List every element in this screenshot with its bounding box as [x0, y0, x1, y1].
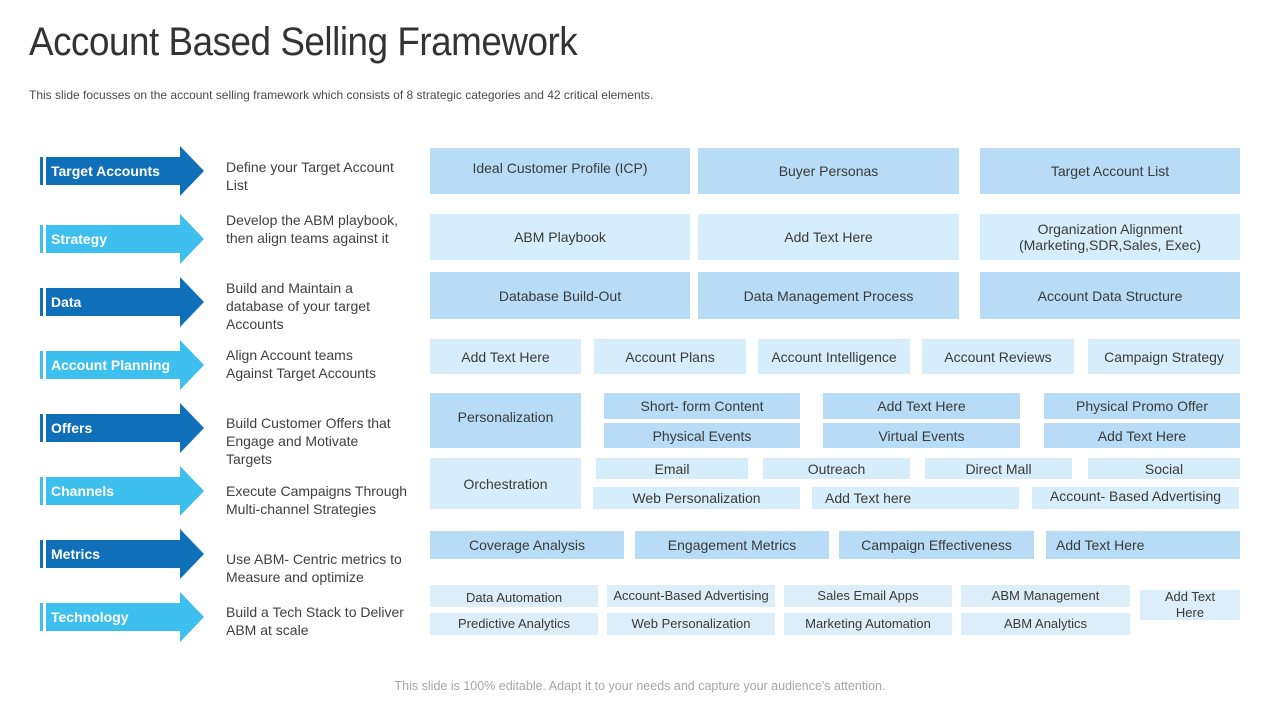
- arrow-channels: Channels: [40, 466, 204, 516]
- element-box: Add Text Here: [1044, 423, 1240, 448]
- element-box: Data Automation: [430, 585, 598, 607]
- arrow-dark-shape: [40, 529, 204, 579]
- description-channels: Execute Campaigns Through Multi-channel …: [226, 483, 408, 517]
- element-box: Data Management Process: [698, 272, 959, 319]
- arrow-light-shape: [40, 466, 204, 516]
- element-box: Short- form Content: [604, 393, 800, 419]
- element-box: Account- Based Advertising: [1032, 487, 1239, 509]
- arrow-label: Data: [51, 294, 82, 310]
- arrow-label: Metrics: [51, 546, 101, 562]
- arrow-account-planning: Account Planning: [40, 340, 204, 390]
- arrow-label: Strategy: [51, 231, 108, 247]
- element-box: Add Text here: [812, 487, 1019, 509]
- element-box: Account Reviews: [922, 339, 1074, 374]
- page-title: Account Based Selling Framework: [29, 20, 578, 64]
- element-box: Campaign Effectiveness: [839, 531, 1034, 559]
- element-box: Coverage Analysis: [430, 531, 624, 559]
- element-box: Target Account List: [980, 148, 1240, 194]
- element-box: Add Text Here: [823, 393, 1020, 419]
- element-box: Social: [1088, 458, 1240, 479]
- element-box: Web Personalization: [607, 613, 775, 635]
- description-technology: Build a Tech Stack to Deliver ABM at sca…: [226, 604, 404, 638]
- element-box: Sales Email Apps: [784, 585, 952, 607]
- page-subtitle: This slide focusses on the account selli…: [29, 88, 654, 102]
- description-account-planning: Align Account teams Against Target Accou…: [226, 347, 376, 381]
- element-box: ABM Analytics: [961, 613, 1130, 635]
- description-metrics: Use ABM- Centric metrics to Measure and …: [226, 551, 402, 585]
- element-box: Organization Alignment (Marketing,SDR,Sa…: [980, 214, 1240, 260]
- element-box: Ideal Customer Profile (ICP): [430, 148, 690, 194]
- element-box: Direct Mall: [925, 458, 1072, 479]
- arrow-offers: Offers: [40, 403, 204, 453]
- element-box: Add Text Here: [1140, 589, 1240, 620]
- description-strategy: Develop the ABM playbook, then align tea…: [226, 212, 398, 246]
- arrow-label: Technology: [51, 609, 129, 625]
- element-box: Buyer Personas: [698, 148, 959, 194]
- element-box-lead: Personalization: [430, 393, 581, 448]
- arrow-technology: Technology: [40, 592, 204, 642]
- arrow-strategy: Strategy: [40, 214, 204, 264]
- element-box: Engagement Metrics: [635, 531, 829, 559]
- arrow-data: Data: [40, 277, 204, 327]
- element-box-lead: Orchestration: [430, 458, 581, 509]
- element-box: Outreach: [763, 458, 910, 479]
- arrow-label: Offers: [51, 420, 93, 436]
- arrow-dark-shape: [40, 277, 204, 327]
- element-box: Database Build-Out: [430, 272, 690, 319]
- element-box: Add Text Here: [1046, 531, 1240, 559]
- element-box: Marketing Automation: [784, 613, 952, 635]
- arrow-light-shape: [40, 214, 204, 264]
- arrow-dark-shape: [40, 146, 204, 196]
- element-box: Campaign Strategy: [1088, 339, 1240, 374]
- element-box: Account Intelligence: [758, 339, 910, 374]
- element-box: Account Data Structure: [980, 272, 1240, 319]
- element-box: Virtual Events: [823, 423, 1020, 448]
- element-box: Account-Based Advertising: [607, 585, 775, 607]
- element-box: Account Plans: [594, 339, 746, 374]
- footer-note: This slide is 100% editable. Adapt it to…: [394, 679, 886, 693]
- arrow-label: Channels: [51, 483, 115, 499]
- description-data: Build and Maintain a database of your ta…: [226, 280, 370, 332]
- element-box: Email: [596, 458, 748, 479]
- element-box: Add Text Here: [698, 214, 959, 260]
- arrow-target-accounts: Target Accounts: [40, 146, 204, 196]
- arrow-light-shape: [40, 592, 204, 642]
- element-box: Predictive Analytics: [430, 613, 598, 635]
- element-box: ABM Management: [961, 585, 1130, 607]
- arrow-label: Account Planning: [51, 357, 170, 373]
- element-box: Physical Promo Offer: [1044, 393, 1240, 419]
- arrow-dark-shape: [40, 403, 204, 453]
- element-box: Web Personalization: [593, 487, 800, 509]
- arrow-light-shape: [40, 340, 204, 390]
- element-box: ABM Playbook: [430, 214, 690, 260]
- description-offers: Build Customer Offers that Engage and Mo…: [226, 415, 391, 467]
- element-box: Add Text Here: [430, 339, 581, 374]
- arrow-metrics: Metrics: [40, 529, 204, 579]
- description-target-accounts: Define your Target Account List: [226, 159, 394, 193]
- arrow-label: Target Accounts: [51, 163, 160, 179]
- element-box: Physical Events: [604, 423, 800, 448]
